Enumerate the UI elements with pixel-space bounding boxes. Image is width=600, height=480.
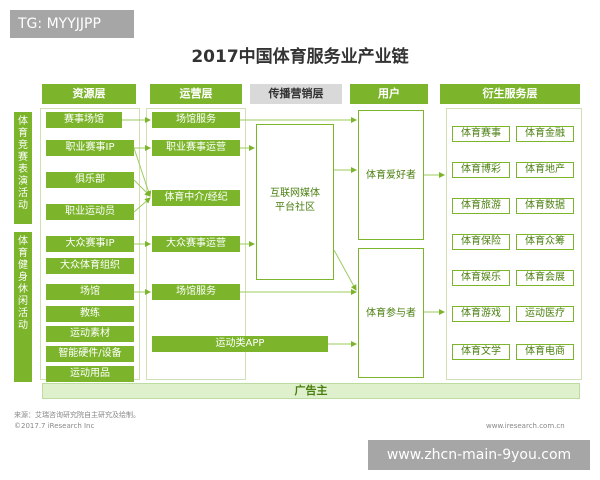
copyright-note: ©2017.7 iResearch Inc (14, 422, 95, 430)
operation-item: 职业赛事运营 (152, 140, 240, 156)
header-media-layer: 传播营销层 (250, 84, 342, 104)
resource-item: 职业运动员 (46, 204, 134, 220)
user-box-participants: 体育参与者 (358, 248, 424, 378)
watermark-bottom-label: www.zhcn-main-9you.com (368, 440, 590, 470)
derived-item: 体育博彩 (452, 162, 510, 178)
resource-item: 赛事场馆 (46, 112, 122, 128)
derived-item: 体育旅游 (452, 198, 510, 214)
user-box-fans: 体育爱好者 (358, 110, 424, 240)
connector-arrow (333, 249, 357, 291)
header-resource-layer: 资源层 (42, 84, 136, 104)
connector-arrow (133, 147, 152, 197)
derived-item: 体育数据 (516, 198, 574, 214)
resource-item: 大众赛事IP (46, 236, 134, 252)
derived-item: 体育保险 (452, 234, 510, 250)
operation-item: 体育中介/经纪 (152, 190, 240, 206)
resource-item: 运动用品 (46, 366, 134, 382)
connector-arrow (133, 179, 151, 197)
source-url: www.iresearch.com.cn (486, 422, 565, 430)
media-box-line: 互联网媒体 (270, 188, 320, 199)
resource-item: 场馆 (46, 284, 134, 300)
derived-item: 体育金融 (516, 126, 574, 142)
advertiser-bar: 广告主 (42, 383, 580, 399)
resource-item: 运动素材 (46, 326, 134, 342)
operation-item: 场馆服务 (152, 284, 240, 300)
side-label-competitive: 体育竞赛表演活动 (14, 112, 32, 224)
media-box-line: 平台社区 (275, 202, 315, 213)
resource-item: 俱乐部 (46, 172, 134, 188)
derived-item: 体育游戏 (452, 306, 510, 322)
media-box: 互联网媒体 平台社区 (256, 124, 334, 280)
derived-item: 体育娱乐 (452, 270, 510, 286)
side-label-fitness: 体育健身休闲活动 (14, 232, 32, 382)
header-user-layer: 用户 (350, 84, 428, 104)
header-operation-layer: 运营层 (150, 84, 242, 104)
diagram-title: 2017中国体育服务业产业链 (191, 47, 409, 67)
watermark-top-label: TG: MYYJJPP (10, 10, 134, 38)
header-derived-layer: 衍生服务层 (440, 84, 580, 104)
derived-item: 体育电商 (516, 344, 574, 360)
source-note: 来源：艾瑞咨询研究院自主研究及绘制。 (14, 411, 140, 419)
derived-item: 体育文学 (452, 344, 510, 360)
derived-item: 体育众筹 (516, 234, 574, 250)
operation-item: 大众赛事运营 (152, 236, 240, 252)
connector-arrow (133, 197, 151, 213)
operation-item: 场馆服务 (152, 112, 240, 128)
resource-item: 职业赛事IP (46, 140, 134, 156)
resource-item: 大众体育组织 (46, 258, 134, 274)
resource-item: 教练 (46, 306, 134, 322)
operation-item-app: 运动类APP (152, 336, 328, 352)
resource-item: 智能硬件/设备 (46, 346, 134, 362)
derived-item: 体育地产 (516, 162, 574, 178)
derived-item: 体育赛事 (452, 126, 510, 142)
derived-item: 体育会展 (516, 270, 574, 286)
derived-item: 运动医疗 (516, 306, 574, 322)
